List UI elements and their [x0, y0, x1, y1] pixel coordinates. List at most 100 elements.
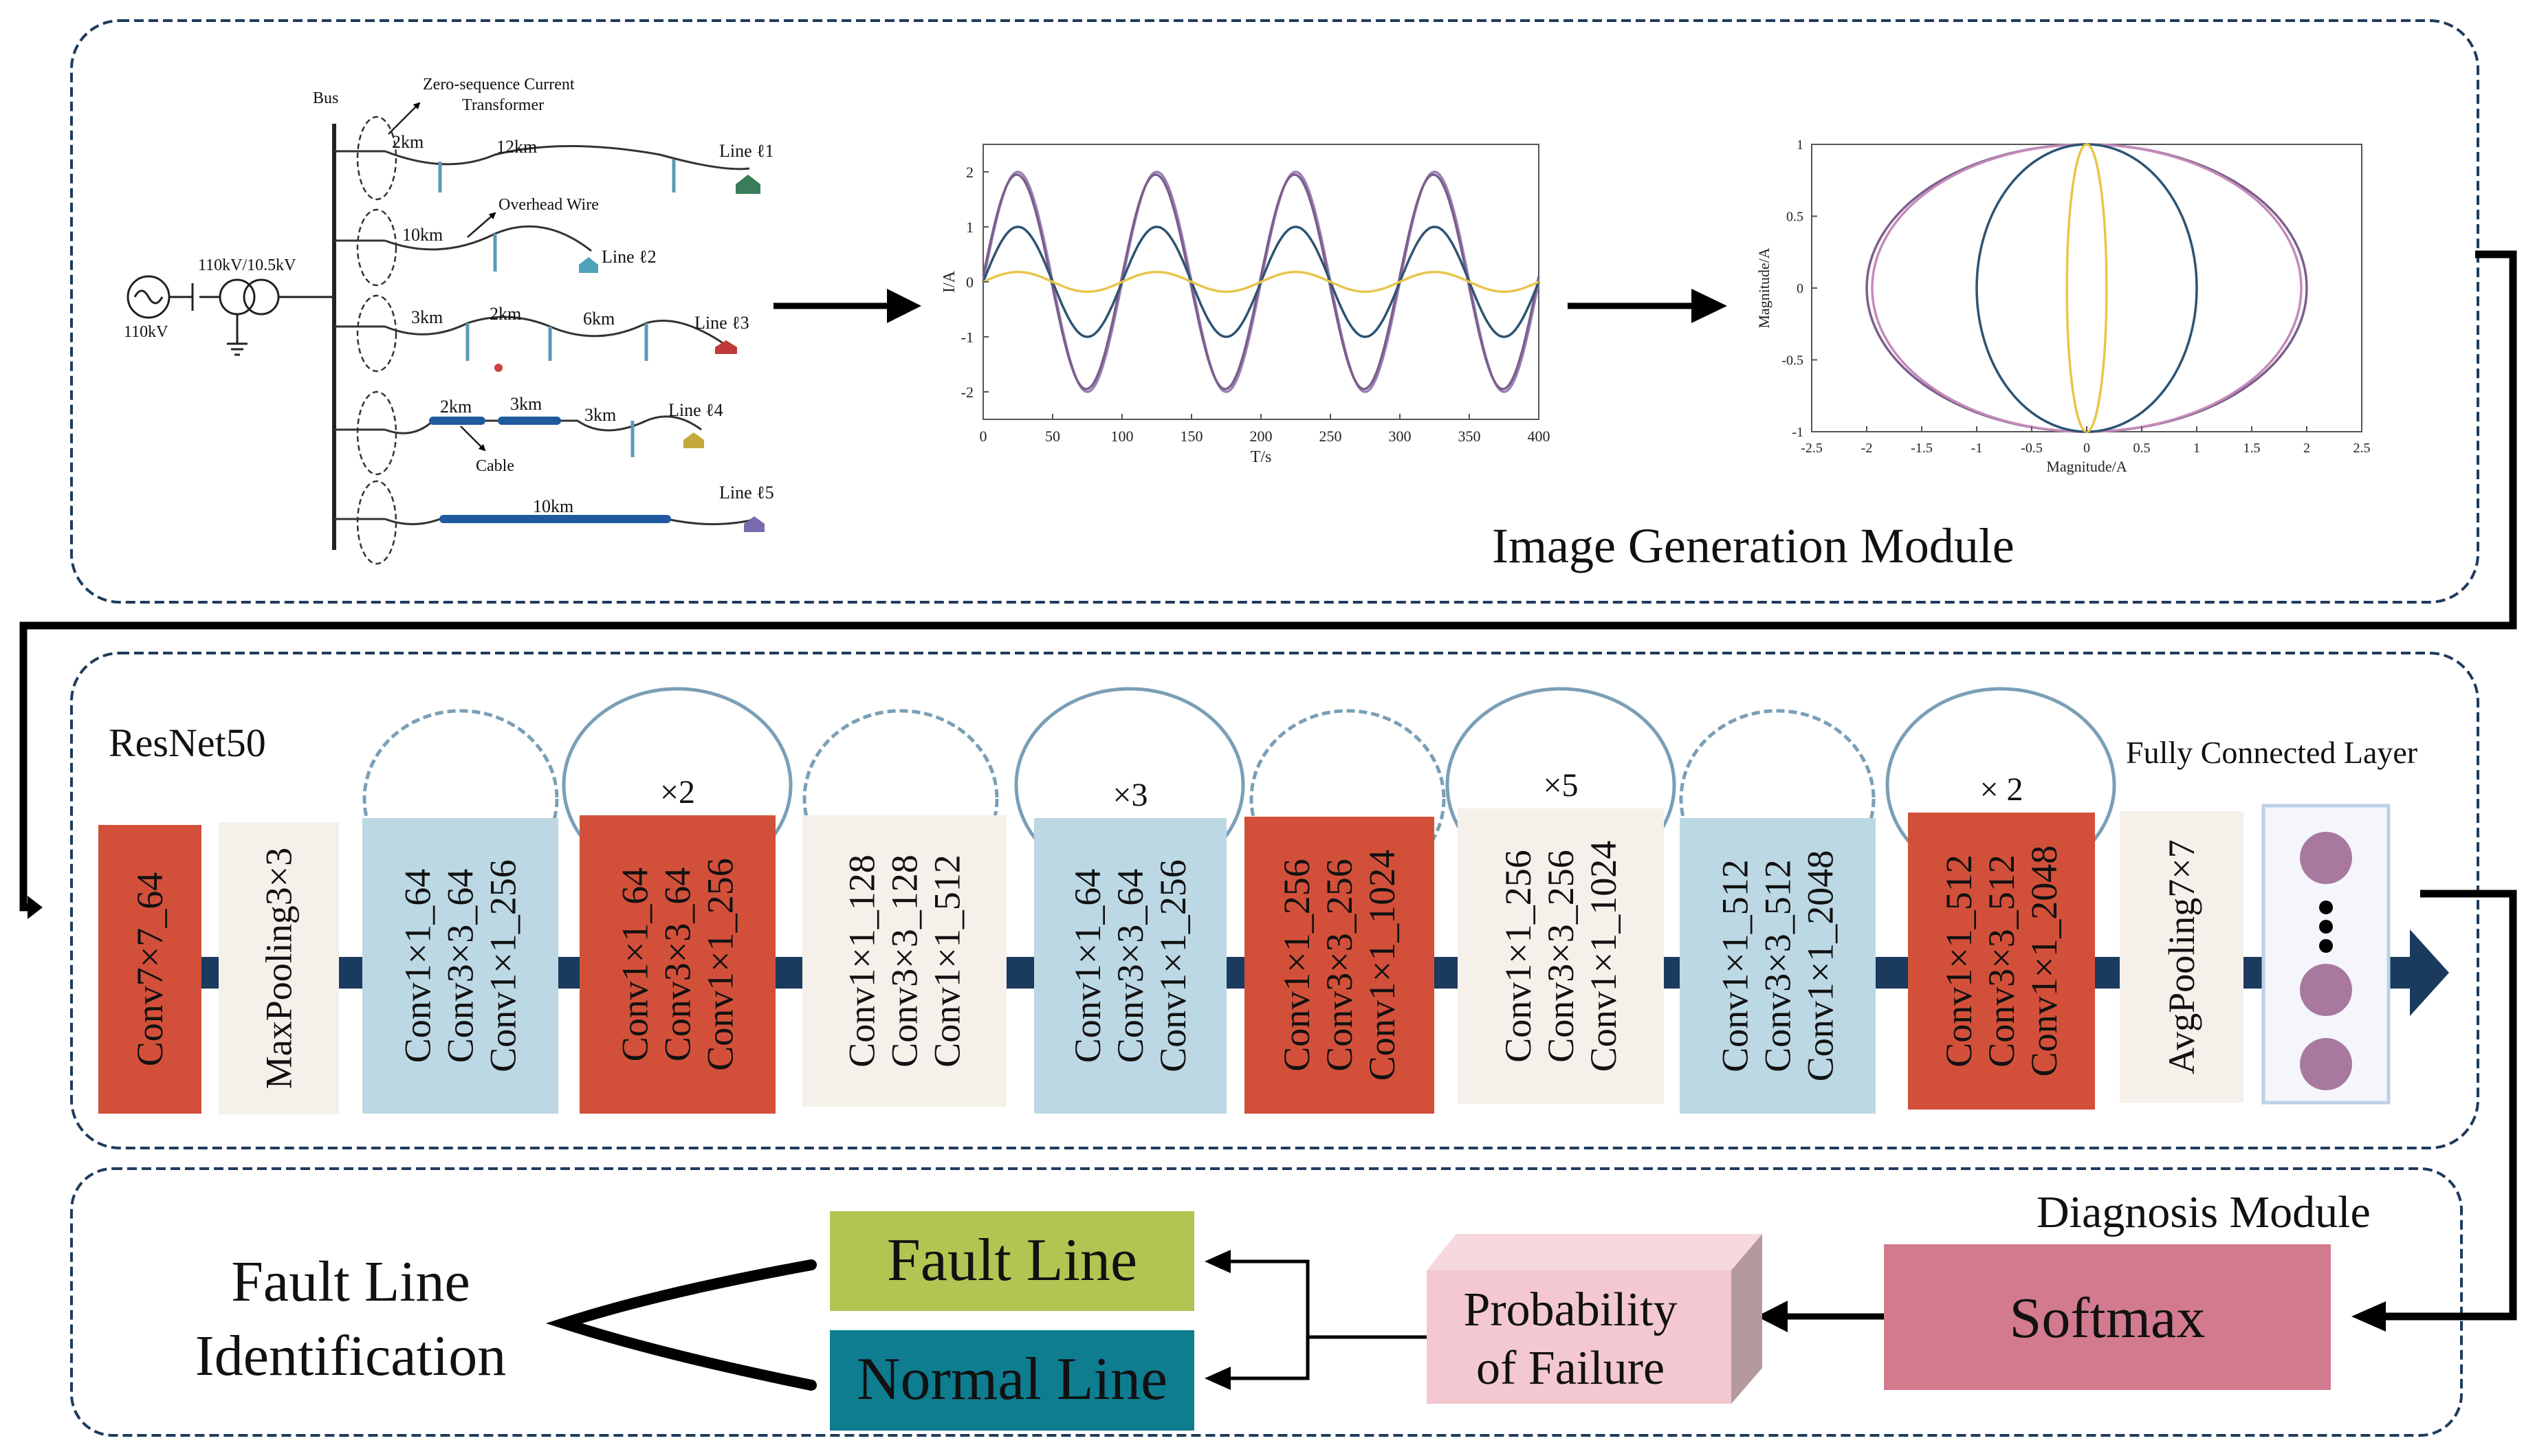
fault-ground-icon [494, 364, 503, 372]
series-line-3 [983, 270, 1539, 294]
x-tick-label: 350 [1458, 428, 1481, 445]
diagnosis-module-border [70, 1167, 2463, 1437]
x-tick-label: 0 [2083, 441, 2090, 456]
x-tick-label: 300 [1389, 428, 1412, 445]
identification-label-1: Fault Line [231, 1250, 470, 1314]
x-tick-label: 200 [1250, 428, 1273, 445]
distribution-circuit [127, 124, 757, 550]
seg-l4b: 3km [510, 394, 542, 414]
fc-node-ellipsis-dot [2319, 901, 2333, 914]
y-tick-label: 1 [1797, 137, 1803, 153]
seg-l3c: 6km [583, 309, 615, 329]
resnet-block-label: Conv3×3_64 [657, 868, 699, 1061]
resnet-block-box [1680, 818, 1876, 1114]
softmax-label: Softmax [2010, 1286, 2206, 1350]
resnet-block-label: Conv1×1_1024 [1361, 850, 1403, 1081]
arrow-waveform-to-lissajous-head [1691, 289, 1727, 323]
label-bus: Bus [313, 89, 338, 107]
house-icon [744, 516, 765, 532]
house-icon [579, 257, 598, 273]
fc-node-ellipsis-dot [2319, 920, 2333, 934]
connector-resnet-to-softmax-head [2351, 1301, 2386, 1332]
x-tick-label: -1 [1971, 441, 1983, 456]
resnet-block-box [1244, 817, 1434, 1114]
house-icon [736, 175, 760, 194]
label-line-5: Line ℓ5 [719, 483, 774, 503]
x-tick-label: -2.5 [1801, 441, 1823, 456]
seg-l1b: 12km [496, 137, 537, 157]
y-tick-label: 1 [966, 219, 974, 236]
connector-image-to-resnet [19, 250, 2517, 912]
y-tick-label: -1 [961, 329, 974, 346]
resnet-block-label: Conv3×3_64 [440, 869, 481, 1063]
resnet-block-label: Conv1×1_64 [615, 868, 656, 1061]
resnet-block-label: Conv1×1_512 [927, 854, 968, 1067]
y-tick-label: -1 [1792, 425, 1803, 440]
x-tick-label: -2 [1861, 441, 1873, 456]
resnet-block-label: Conv7×7_64 [129, 872, 171, 1066]
resnet-title: ResNet50 [109, 720, 266, 765]
y-tick-label: 0 [966, 274, 974, 291]
normal-line-label: Normal Line [857, 1346, 1167, 1413]
label-line-1: Line ℓ1 [719, 141, 774, 161]
branch-to-fault-line [1220, 1259, 1427, 1339]
probability-box-top [1427, 1234, 1762, 1270]
probability-box-side [1731, 1234, 1762, 1404]
image-generation-module-border [70, 19, 2479, 604]
ct-ellipses [356, 115, 397, 565]
arrow-softmax-to-probability-head [1757, 1301, 1788, 1332]
resnet-block-label: Conv1×1_64 [1067, 869, 1108, 1063]
fc-node [2300, 964, 2352, 1016]
seg-l3a: 3km [411, 307, 443, 327]
circuit-labels: Bus Zero-sequence Current Transformer 11… [124, 76, 774, 516]
x-tick-label: 250 [1319, 428, 1342, 445]
resnet-module-border [70, 652, 2479, 1149]
label-line-4: Line ℓ4 [668, 400, 723, 420]
resnet-block-label: MaxPooling3×3 [259, 848, 300, 1089]
seg-l2a: 10km [402, 225, 443, 245]
label-source: 110kV [124, 323, 168, 341]
residual-arc-2 [802, 709, 999, 889]
probability-label-1: Probability [1463, 1283, 1677, 1336]
resnet-block-label: Conv1×1_256 [700, 858, 741, 1070]
poles [438, 159, 676, 457]
y-tick-label: 2 [966, 164, 974, 181]
x-tick-label: 2 [2303, 441, 2310, 456]
repeat-multiplier: × 2 [1979, 771, 2023, 808]
probability-label-2: of Failure [1476, 1342, 1665, 1395]
repeat-multiplier: ×2 [660, 774, 695, 810]
cable-segments [429, 417, 671, 523]
resnet-block-10: AvgPooling7×7 [2120, 811, 2243, 1103]
seg-l5a: 10km [533, 496, 573, 516]
normal-line-box [830, 1330, 1194, 1431]
fault-line-label: Fault Line [887, 1227, 1137, 1294]
probability-box-front [1427, 1270, 1731, 1404]
identification-bracket [545, 1259, 817, 1391]
fc-node [2300, 1038, 2352, 1090]
resnet-block-box [219, 822, 339, 1114]
repeat-multiplier: ×3 [1112, 777, 1148, 813]
label-cable: Cable [476, 457, 514, 475]
resnet-block-label: Conv1×1_64 [397, 869, 439, 1063]
x-tick-label: 150 [1181, 428, 1203, 445]
resnet-block-box [802, 815, 1007, 1107]
resnet-block-box [1034, 818, 1227, 1114]
resnet-block-box [1908, 813, 2095, 1110]
branch-to-fault-line-head [1205, 1250, 1231, 1273]
resnet-block-box [362, 818, 558, 1114]
x-tick-label: 2.5 [2353, 441, 2371, 456]
y-tick-label: 0 [1797, 281, 1803, 296]
resnet-block-0: Conv7×7_64 [98, 825, 201, 1114]
identification-label-2: Identification [195, 1324, 506, 1388]
series-line-1 [982, 173, 1540, 390]
x-tick-label: 0 [980, 428, 987, 445]
